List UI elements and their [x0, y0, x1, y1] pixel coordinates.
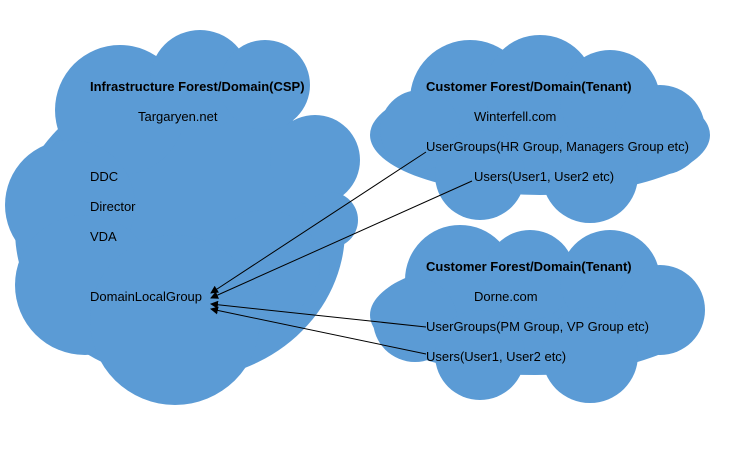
domain-local-group: DomainLocalGroup	[90, 289, 203, 304]
tenant-2-title: Customer Forest/Domain(Tenant)	[426, 259, 632, 274]
tenant-cloud-winterfell	[370, 35, 710, 223]
component-vda: VDA	[90, 229, 117, 244]
tenant-2-domain: Dorne.com	[474, 289, 538, 304]
connection-arrow-3	[210, 300, 427, 328]
infrastructure-domain: Targaryen.net	[138, 109, 218, 124]
component-ddc: DDC	[90, 169, 119, 184]
tenant-2-users: Users(User1, User2 etc)	[426, 349, 567, 364]
tenant-2-user-groups: UserGroups(PM Group, VP Group etc)	[426, 319, 650, 334]
component-director: Director	[90, 199, 136, 214]
connection-arrow-2	[210, 180, 473, 299]
connection-arrow-4	[210, 306, 427, 355]
tenant-1-user-groups: UserGroups(HR Group, Managers Group etc)	[426, 139, 689, 154]
infrastructure-title: Infrastructure Forest/Domain(CSP)	[90, 79, 305, 94]
connection-arrow-1	[210, 151, 427, 294]
tenant-cloud-dorne	[370, 225, 705, 403]
tenant-1-title: Customer Forest/Domain(Tenant)	[426, 79, 632, 94]
connection-arrows	[210, 151, 473, 355]
infrastructure-cloud	[5, 30, 360, 405]
tenant-1-users: Users(User1, User2 etc)	[474, 169, 615, 184]
tenant-1-domain: Winterfell.com	[474, 109, 557, 124]
